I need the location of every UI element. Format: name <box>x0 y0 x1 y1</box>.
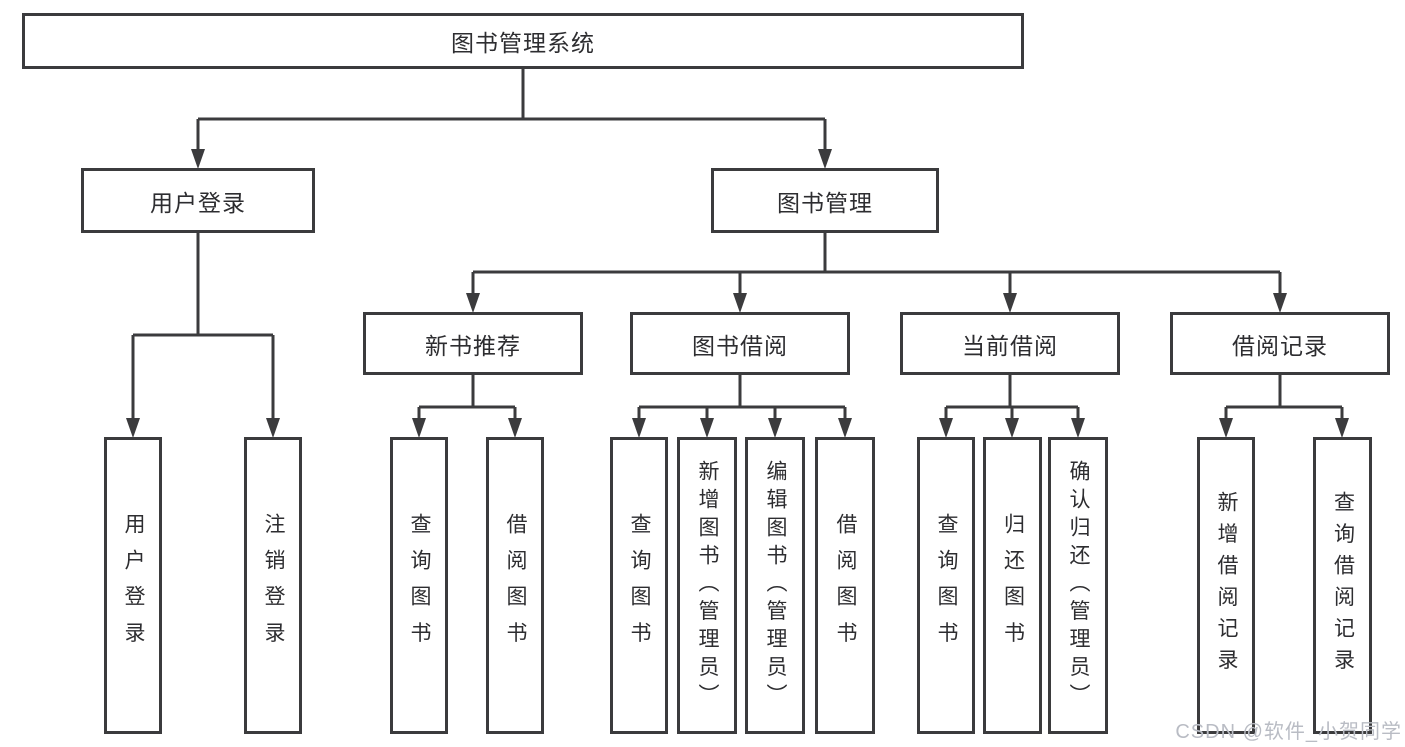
node-current-borrow: 当前借阅 <box>900 312 1120 375</box>
leaf-label: 查询图书 <box>628 513 651 658</box>
leaf-label: 查询图书 <box>408 513 431 658</box>
arrowhead <box>266 418 280 438</box>
leaf-label: 查询借阅记录 <box>1331 491 1355 680</box>
arrowhead <box>768 418 782 438</box>
connector-user-login <box>131 233 275 424</box>
leaf-edit-books-admin: 编辑图书（管理员） <box>745 437 805 734</box>
connector-borrow-records <box>1224 375 1344 424</box>
leaf-query-books-current: 查询图书 <box>917 437 975 734</box>
node-book-borrowing: 图书借阅 <box>630 312 850 375</box>
node-new-book-recommend: 新书推荐 <box>363 312 583 375</box>
arrowhead <box>1273 293 1287 313</box>
connector-new-book-recommend <box>417 375 517 424</box>
arrowhead <box>126 418 140 438</box>
node-label: 借阅记录 <box>1232 332 1328 359</box>
node-root-system: 图书管理系统 <box>22 13 1024 69</box>
leaf-query-borrow-record: 查询借阅记录 <box>1313 437 1372 734</box>
leaf-label: 注销登录 <box>262 513 285 658</box>
node-label: 新书推荐 <box>425 332 521 359</box>
leaf-label: 编辑图书（管理员） <box>764 459 787 712</box>
arrowhead <box>818 149 832 169</box>
leaf-label: 新增借阅记录 <box>1215 491 1238 680</box>
leaf-label: 新增图书（管理员） <box>696 459 719 712</box>
leaf-return-books: 归还图书 <box>983 437 1042 734</box>
leaf-borrow-books: 借阅图书 <box>815 437 875 734</box>
leaf-query-books-recommend: 查询图书 <box>390 437 448 734</box>
node-borrow-records: 借阅记录 <box>1170 312 1390 375</box>
leaf-add-books-admin: 新增图书（管理员） <box>677 437 737 734</box>
leaf-logout: 注销登录 <box>244 437 302 734</box>
node-label: 用户登录 <box>150 189 246 216</box>
leaf-label: 查询图书 <box>935 513 958 658</box>
arrowhead <box>1335 418 1349 438</box>
leaf-label: 用户登录 <box>122 513 145 658</box>
arrowhead <box>939 418 953 438</box>
connector-book-borrowing <box>637 375 847 424</box>
node-label: 图书借阅 <box>692 332 788 359</box>
arrowhead <box>632 418 646 438</box>
arrowhead <box>508 418 522 438</box>
csdn-watermark: CSDN @软件_小贺同学 <box>1175 721 1402 743</box>
arrowhead <box>1005 418 1019 438</box>
leaf-add-borrow-record: 新增借阅记录 <box>1197 437 1255 734</box>
leaf-label: 借阅图书 <box>834 513 857 658</box>
leaf-user-login: 用户登录 <box>104 437 162 734</box>
arrowhead <box>466 293 480 313</box>
arrowhead <box>1003 293 1017 313</box>
leaf-label: 归还图书 <box>1001 513 1025 658</box>
arrowhead <box>1071 418 1085 438</box>
connector-root <box>196 69 827 155</box>
node-label: 图书管理 <box>777 189 873 216</box>
arrowhead <box>1219 418 1233 438</box>
arrowhead <box>191 149 205 169</box>
connector-current-borrow <box>944 375 1080 424</box>
arrowhead <box>412 418 426 438</box>
node-label: 当前借阅 <box>962 332 1058 359</box>
leaf-label: 借阅图书 <box>504 513 527 658</box>
node-book-management: 图书管理 <box>711 168 939 233</box>
leaf-query-books-borrowing: 查询图书 <box>610 437 668 734</box>
leaf-label: 确认归还（管理员） <box>1067 459 1090 712</box>
node-user-login: 用户登录 <box>81 168 315 233</box>
leaf-confirm-return-admin: 确认归还（管理员） <box>1048 437 1108 734</box>
arrowhead <box>838 418 852 438</box>
arrowhead <box>700 418 714 438</box>
arrowhead <box>733 293 747 313</box>
node-label: 图书管理系统 <box>451 30 595 56</box>
connector-book-management <box>471 233 1282 299</box>
leaf-borrow-books-recommend: 借阅图书 <box>486 437 544 734</box>
